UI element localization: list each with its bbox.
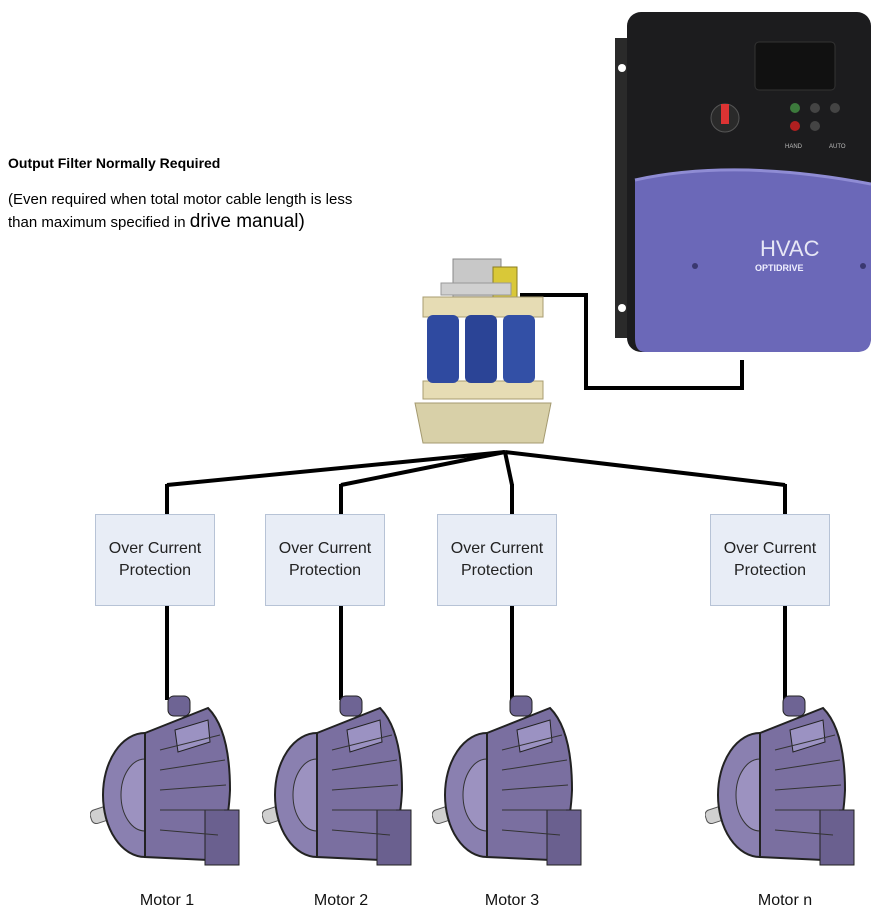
filter-required-heading: Output Filter Normally Required [8, 155, 221, 171]
over-current-protection-1: Over Current Protection [95, 514, 215, 606]
over-current-protection-2: Over Current Protection [265, 514, 385, 606]
hand-button-label: HAND [785, 144, 803, 150]
filter-required-note: (Even required when total motor cable le… [8, 189, 478, 241]
note-line-1: (Even required when total motor cable le… [8, 191, 353, 208]
filter-to-ocp-n-wire [504, 450, 786, 487]
motor-n-label: Motor n [757, 892, 813, 909]
over-current-protection-n: Over Current Protection [710, 514, 830, 606]
motor-n-illustration [705, 695, 855, 866]
over-current-protection-3: Over Current Protection [437, 514, 557, 606]
motor-1-label: Motor 1 [139, 892, 195, 909]
drive-to-filter-wire [520, 293, 744, 390]
motor-3-label: Motor 3 [484, 892, 540, 909]
drive-product-label: OPTIDRIVE [755, 263, 804, 273]
filter-to-ocp-2-wire [340, 450, 506, 487]
motor-1-illustration [90, 695, 240, 866]
filter-to-ocp-1-wire [166, 450, 506, 487]
output-filter-choke [414, 258, 552, 444]
note-line-2: than maximum specified in drive manual) [8, 211, 305, 232]
drive-brand-label: HVAC [760, 236, 820, 261]
hvac-drive: HAND AUTO HVAC OPTIDRIVE [615, 12, 871, 352]
motor-2-illustration [262, 695, 412, 866]
filter-to-ocp-3-wire [503, 451, 514, 486]
auto-button-label: AUTO [829, 144, 846, 150]
motor-3-illustration [432, 695, 582, 866]
motor-2-label: Motor 2 [313, 892, 369, 909]
